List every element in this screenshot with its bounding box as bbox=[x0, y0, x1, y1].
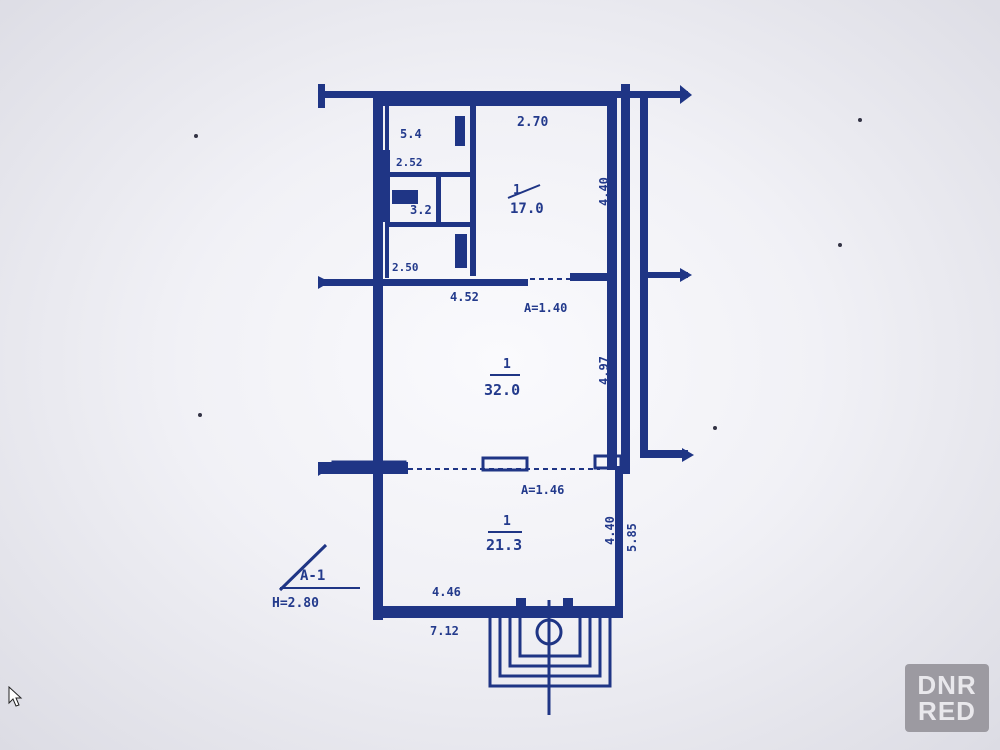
fixture-block bbox=[392, 190, 418, 204]
top-axis-line bbox=[318, 91, 688, 98]
speck bbox=[198, 413, 202, 417]
left-wall-thick bbox=[376, 150, 390, 222]
top-wall bbox=[383, 98, 613, 106]
room-small-1-area: 5.4 bbox=[400, 127, 422, 141]
right-wall-upper bbox=[607, 98, 617, 470]
dim-right-upper: 4.40 bbox=[597, 177, 611, 206]
right-wall-outer bbox=[621, 84, 630, 474]
speck bbox=[838, 243, 842, 247]
partition-v2 bbox=[436, 176, 441, 224]
dim-right-lower: 4.40 bbox=[603, 516, 617, 545]
dim-bottom-inner: 4.46 bbox=[432, 585, 461, 599]
left-outer-wall bbox=[373, 98, 383, 620]
section-mark-line bbox=[278, 543, 328, 592]
lower-wall-right-block bbox=[593, 454, 623, 470]
speck bbox=[858, 118, 862, 122]
room-a-number: 1 bbox=[513, 183, 521, 198]
opening-upper: A=1.40 bbox=[524, 301, 567, 315]
upper-cross-wall-right bbox=[570, 273, 615, 281]
right-axis-arrow-lower bbox=[682, 448, 694, 462]
dim-right-middle: 4.97 bbox=[597, 356, 611, 385]
left-axis-arrow-lower bbox=[318, 462, 330, 476]
top-right-arrow bbox=[680, 85, 692, 104]
right-axis-lower bbox=[640, 450, 688, 458]
room-a-fraction-line bbox=[507, 184, 541, 199]
upper-cross-wall-left bbox=[318, 279, 528, 286]
dim-mid-wall: 4.52 bbox=[450, 290, 479, 304]
right-wall-lower bbox=[615, 466, 623, 616]
watermark-logo: DNR RED bbox=[905, 664, 989, 732]
right-axis-arrow-upper bbox=[680, 268, 692, 282]
top-left-tick bbox=[318, 84, 325, 108]
lower-wall-outline bbox=[331, 460, 407, 474]
section-mark-label: A-1 bbox=[300, 568, 325, 584]
dim-left-lower: 2.50 bbox=[392, 261, 419, 274]
fixture-stack bbox=[455, 234, 467, 268]
room-a-area: 17.0 bbox=[510, 201, 544, 217]
speck bbox=[713, 426, 717, 430]
dim-bottom-outer: 7.12 bbox=[430, 624, 459, 638]
watermark-line-1: DNR bbox=[917, 670, 977, 700]
watermark-line-2: RED bbox=[918, 696, 976, 726]
porch-post-left bbox=[516, 598, 526, 612]
lower-opening-window bbox=[481, 456, 529, 472]
room-small-2-area: 3.2 bbox=[410, 203, 432, 217]
room-c-area: 21.3 bbox=[486, 536, 522, 554]
left-axis-arrow-upper bbox=[318, 276, 330, 289]
fixture-tub bbox=[455, 116, 465, 146]
opening-lower: A=1.46 bbox=[521, 483, 564, 497]
speck bbox=[194, 134, 198, 138]
dim-top: 2.70 bbox=[517, 115, 548, 130]
room-b-area: 32.0 bbox=[484, 381, 520, 399]
right-axis-upper bbox=[640, 272, 688, 278]
room-b-number: 1 bbox=[503, 357, 511, 372]
partition-h1 bbox=[388, 172, 472, 177]
dim-right-outer: 5.85 bbox=[625, 523, 639, 552]
partition-vertical bbox=[470, 104, 476, 276]
section-mark-height: H=2.80 bbox=[272, 596, 319, 611]
partition-h2 bbox=[388, 222, 472, 227]
porch-post-right bbox=[563, 598, 573, 612]
dim-left-upper: 2.52 bbox=[396, 156, 423, 169]
mouse-cursor-icon bbox=[8, 686, 23, 707]
room-c-number: 1 bbox=[503, 514, 511, 529]
